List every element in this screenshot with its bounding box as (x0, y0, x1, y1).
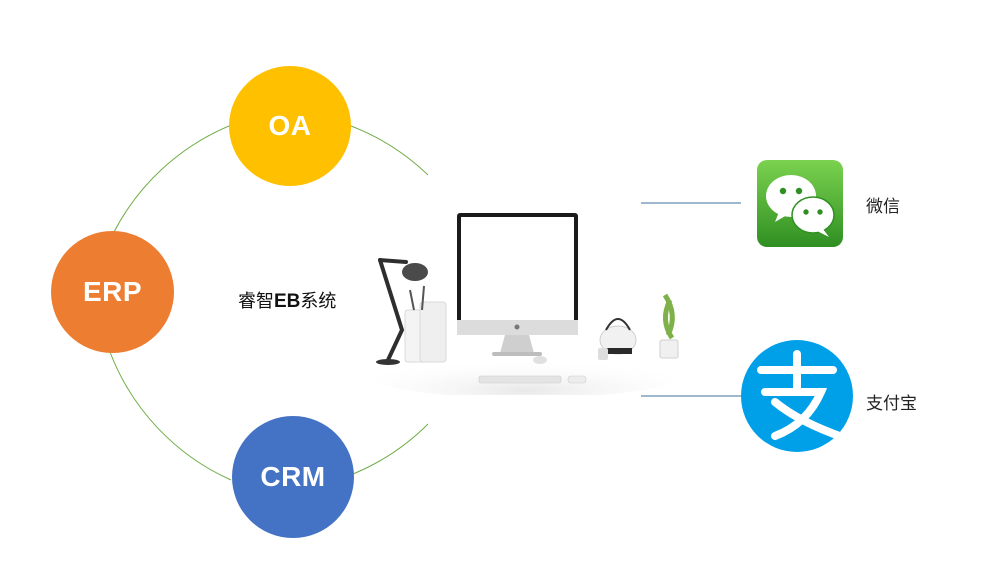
crm-node: CRM (232, 416, 354, 538)
ring-arc (352, 423, 429, 475)
ring-arc (350, 125, 429, 176)
system-label: 睿智EB系统 (238, 287, 336, 313)
oa-node: OA (229, 66, 351, 186)
erp-node: ERP (51, 231, 174, 353)
alipay-icon (741, 340, 853, 452)
system-label-suffix: 系统 (300, 291, 337, 312)
erp-label: ERP (82, 276, 143, 307)
ring-arc (113, 125, 230, 233)
ring-arc (109, 351, 232, 481)
system-label-prefix: 睿智 (238, 291, 274, 312)
wechat-label: 微信 (866, 197, 900, 217)
oa-label: OA (268, 110, 312, 141)
ring-arcs (109, 125, 429, 481)
wechat-icon (757, 160, 843, 247)
crm-label: CRM (260, 461, 326, 492)
alipay-label: 支付宝 (866, 394, 917, 414)
system-label-bold: EB (274, 291, 301, 312)
desk-computer-icon (360, 213, 690, 395)
